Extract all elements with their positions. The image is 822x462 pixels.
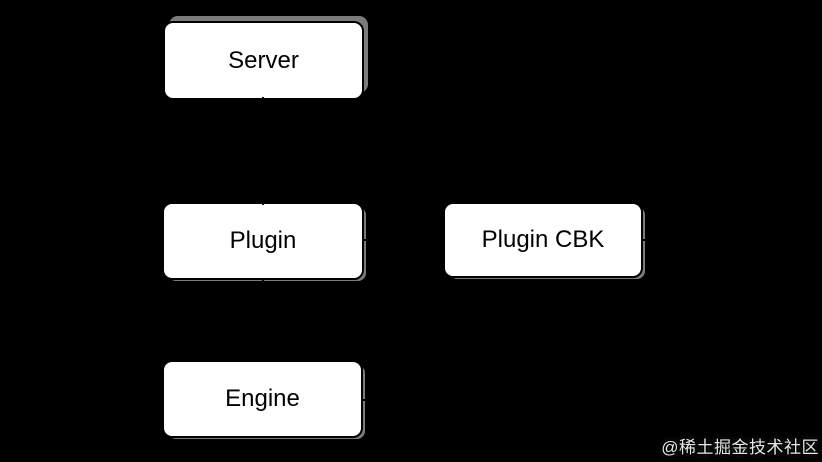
node-server: Server: [163, 21, 364, 100]
node-engine: Engine: [162, 360, 363, 438]
watermark: @稀土掘金技术社区: [661, 438, 819, 457]
node-plugin-label: Plugin: [229, 227, 297, 254]
node-plugin-cbk-label: Plugin CBK: [481, 226, 605, 253]
node-server-label: Server: [228, 46, 299, 74]
node-plugin: Plugin: [162, 202, 364, 280]
node-plugin-cbk: Plugin CBK: [443, 202, 643, 278]
node-engine-label: Engine: [225, 385, 300, 412]
